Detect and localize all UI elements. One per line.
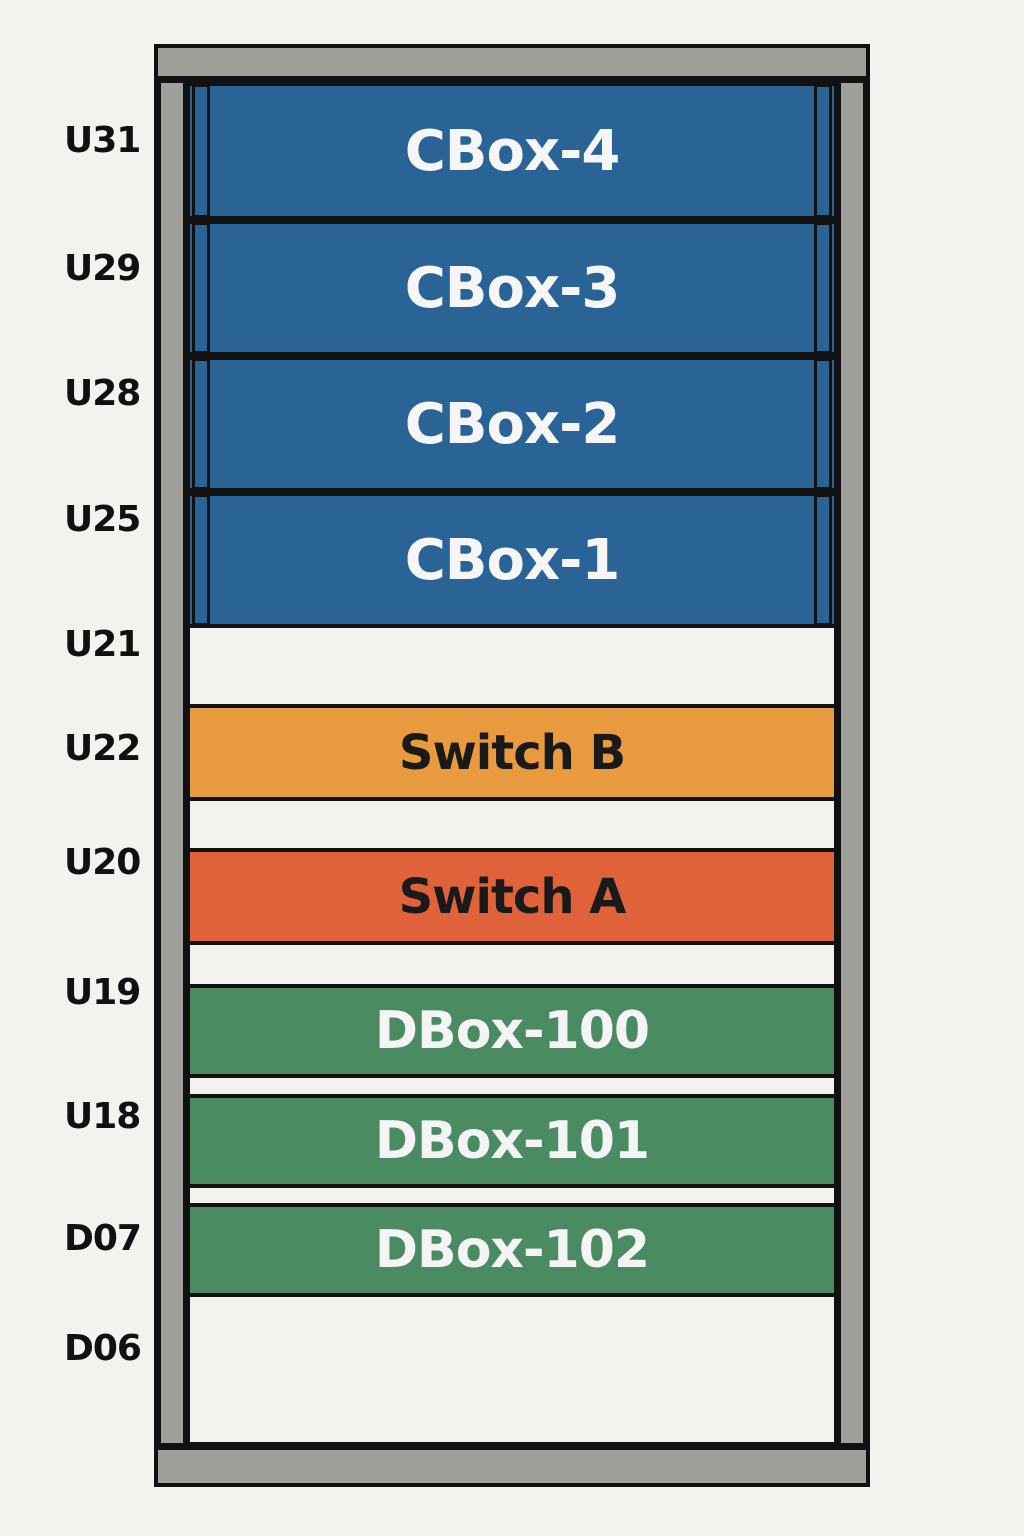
u-label-u31: U31 bbox=[64, 120, 141, 161]
rack-left-rail bbox=[158, 80, 186, 1446]
u-label-u22: U22 bbox=[64, 728, 141, 769]
device-label: Switch B bbox=[398, 724, 626, 781]
device-cbox-4[interactable]: CBox-4 bbox=[186, 82, 838, 220]
u-label-u20: U20 bbox=[64, 842, 141, 883]
device-switch-b[interactable]: Switch B bbox=[186, 704, 838, 801]
u-label-u21: U21 bbox=[64, 624, 141, 665]
device-dbox-100[interactable]: DBox-100 bbox=[186, 984, 838, 1078]
device-cbox-3[interactable]: CBox-3 bbox=[186, 220, 838, 356]
rack-ear-right bbox=[814, 494, 832, 626]
rack-bottom-cap bbox=[154, 1446, 870, 1487]
device-switch-a[interactable]: Switch A bbox=[186, 848, 838, 945]
rack-ear-right bbox=[814, 358, 832, 490]
device-cbox-1[interactable]: CBox-1 bbox=[186, 492, 838, 628]
u-label-u29: U29 bbox=[64, 248, 141, 289]
rack-ear-left bbox=[192, 84, 210, 218]
device-label: Switch A bbox=[398, 868, 627, 925]
device-label: CBox-1 bbox=[404, 527, 621, 593]
u-label-u28: U28 bbox=[64, 373, 141, 414]
rack-ear-left bbox=[192, 222, 210, 354]
device-label: CBox-3 bbox=[404, 255, 621, 321]
device-label: DBox-101 bbox=[374, 1111, 650, 1171]
u-label-u25: U25 bbox=[64, 499, 141, 540]
rack-ear-right bbox=[814, 222, 832, 354]
u-label-u18: U18 bbox=[64, 1096, 141, 1137]
rack-top-cap bbox=[154, 44, 870, 80]
rack-ear-right bbox=[814, 84, 832, 218]
device-dbox-102[interactable]: DBox-102 bbox=[186, 1203, 838, 1297]
u-label-u19: U19 bbox=[64, 972, 141, 1013]
rack-ear-left bbox=[192, 494, 210, 626]
device-label: DBox-100 bbox=[374, 1001, 650, 1061]
device-cbox-2[interactable]: CBox-2 bbox=[186, 356, 838, 492]
device-label: CBox-2 bbox=[404, 391, 621, 457]
u-label-d06: D06 bbox=[64, 1328, 142, 1369]
device-dbox-101[interactable]: DBox-101 bbox=[186, 1094, 838, 1188]
rack-ear-left bbox=[192, 358, 210, 490]
device-label: DBox-102 bbox=[374, 1220, 650, 1280]
u-label-d07: D07 bbox=[64, 1218, 142, 1259]
rack-right-rail bbox=[838, 80, 866, 1446]
device-label: CBox-4 bbox=[404, 118, 621, 184]
